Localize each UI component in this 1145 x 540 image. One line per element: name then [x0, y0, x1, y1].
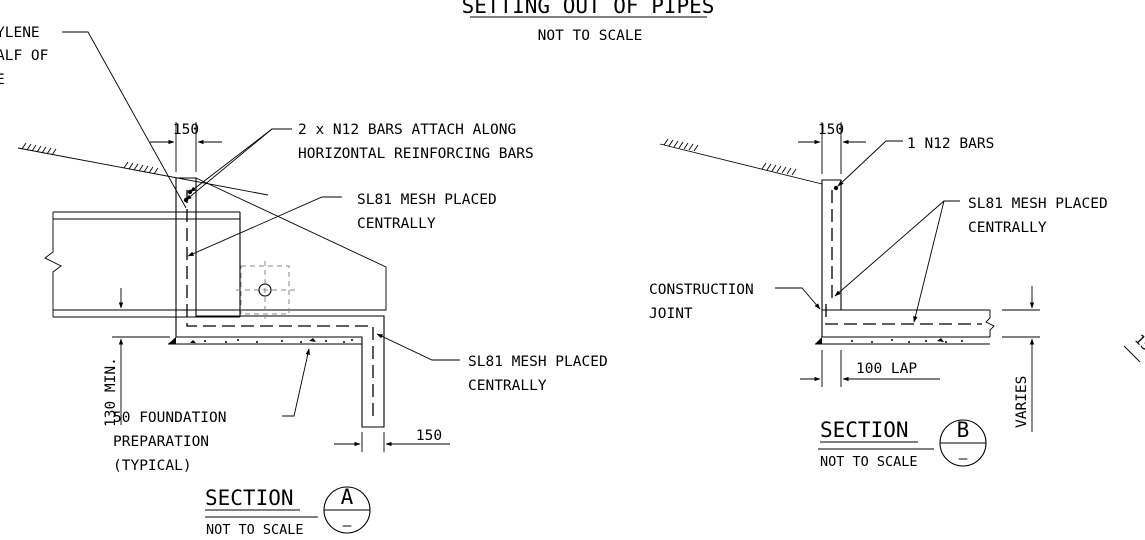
section-a-note-foundation-2: PREPARATION	[113, 434, 209, 450]
section-a-dim-wall: 150	[173, 122, 199, 138]
section-b-title-block: SECTION NOT TO SCALE B –	[818, 418, 987, 470]
section-a-foundation-leader	[282, 348, 310, 417]
section-a-wingwall-outline	[195, 177, 387, 311]
section-a-mesh-base-leader	[376, 333, 460, 361]
header-title: SETTING OUT OF PIPES	[462, 0, 715, 18]
section-a-id: A	[341, 485, 354, 509]
section-b-dim-varies: VARIES	[1014, 376, 1030, 428]
section-a-ref: –	[343, 518, 352, 534]
section-a-detail: 150 130 MIN. 150	[17, 122, 460, 452]
section-b-n12-bar	[833, 185, 839, 191]
section-a-mesh	[186, 190, 374, 420]
section-b-foundation-stipple	[851, 338, 963, 343]
section-b-note-mesh-2: CENTRALLY	[968, 220, 1047, 236]
section-a-note-bars-1: 2 x N12 BARS ATTACH ALONG	[298, 122, 516, 138]
section-a-note-mesh-base-1: SL81 MESH PLACED	[468, 354, 608, 370]
section-a-note-mesh-wall-2: CENTRALLY	[357, 216, 436, 232]
section-a-ground-line	[17, 147, 269, 196]
left-note-leader	[62, 31, 187, 209]
section-a-mesh-wall-leader	[187, 196, 342, 257]
section-a-note-bars-2: HORIZONTAL REINFORCING BARS	[298, 146, 534, 162]
section-b-detail: 150 100 LAP VARIES	[659, 122, 1040, 432]
section-b-title: SECTION	[820, 418, 909, 442]
section-a-pipe-break	[44, 212, 62, 317]
section-b-scale: NOT TO SCALE	[820, 454, 918, 470]
section-b-mesh-leader-1	[834, 200, 960, 297]
section-b-ground-hatch	[663, 138, 797, 176]
section-b-note-bars: 1 N12 BARS	[907, 136, 994, 152]
section-b-note-mesh-1: SL81 MESH PLACED	[968, 196, 1108, 212]
section-b-dim-lap: 100 LAP	[856, 361, 917, 377]
section-b-note-joint-1: CONSTRUCTION	[649, 282, 754, 298]
section-a-note-foundation-3: (TYPICAL)	[113, 458, 192, 474]
section-a-note-foundation-1: 50 FOUNDATION	[113, 410, 227, 426]
section-b-notes: 1 N12 BARS SL81 MESH PLACED CENTRALLY CO…	[649, 136, 1108, 322]
left-note-line-3: E	[0, 72, 5, 88]
section-b-note-joint-2: JOINT	[649, 306, 693, 322]
right-edge-mark-text: 15	[1131, 332, 1145, 355]
section-a-dim-toe: 150	[416, 428, 442, 444]
section-a-scale: NOT TO SCALE	[206, 522, 304, 538]
section-a-note-mesh-wall-1: SL81 MESH PLACED	[357, 192, 497, 208]
section-b-slab-break	[985, 310, 995, 337]
section-b-dim-wall: 150	[818, 122, 844, 138]
section-a-foundation-end	[168, 337, 176, 344]
header-subtitle: NOT TO SCALE	[538, 28, 643, 44]
section-a-notes: 2 x N12 BARS ATTACH ALONG HORIZONTAL REI…	[113, 122, 608, 474]
section-b-ref: –	[959, 451, 968, 467]
right-edge-mark: 15	[1123, 332, 1145, 363]
section-a-ground-hatch	[21, 142, 159, 175]
section-a-bars-leader-2	[185, 128, 273, 201]
section-b-wall-outline	[821, 179, 990, 311]
section-b-mesh-leader-2	[913, 200, 945, 323]
left-note-line-2: ALF OF	[0, 48, 48, 64]
left-note-line-1: YLENE	[0, 25, 40, 41]
section-a-foundation-stipple	[190, 338, 353, 343]
section-a-hidden-opening	[240, 265, 290, 315]
section-a-opening-circle	[258, 283, 272, 297]
drawing-header: SETTING OUT OF PIPES NOT TO SCALE	[462, 0, 715, 44]
section-b-bars-leader	[837, 140, 903, 187]
section-b-id: B	[957, 418, 970, 442]
left-edge-note: YLENE ALF OF E	[0, 25, 187, 209]
section-a-title-block: SECTION NOT TO SCALE A –	[205, 485, 371, 538]
section-b-mesh-slab	[825, 304, 982, 325]
section-a-note-mesh-base-2: CENTRALLY	[468, 378, 547, 394]
section-a-dim-min: 130 MIN.	[103, 357, 119, 427]
section-b-joint-leader	[775, 287, 821, 310]
section-b-ground-line	[659, 143, 823, 185]
section-a-title: SECTION	[205, 486, 294, 510]
section-a-wall-outline	[175, 177, 385, 428]
